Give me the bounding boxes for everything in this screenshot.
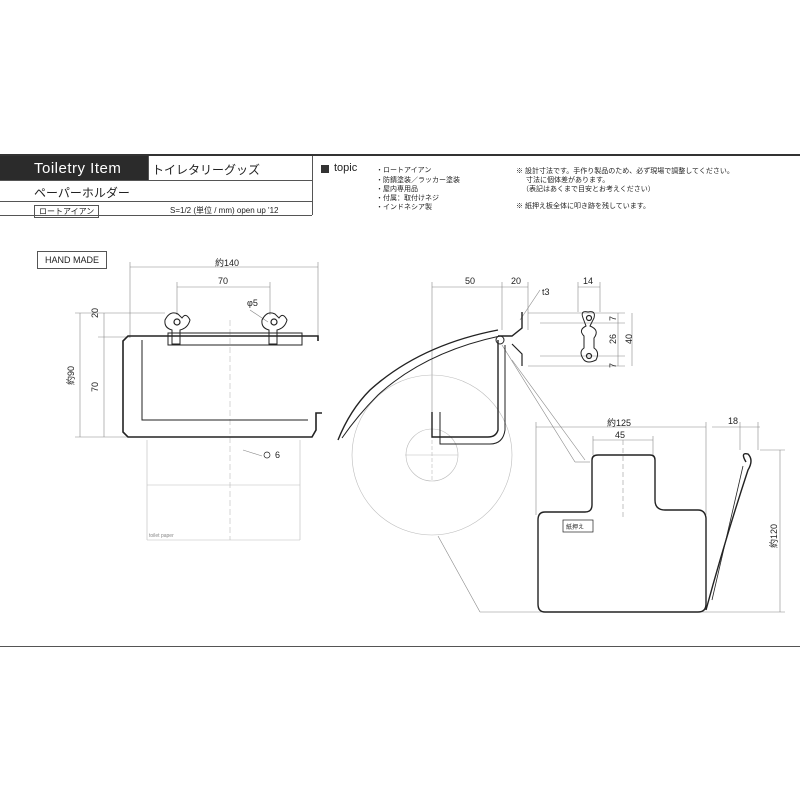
note-1: ※ 設計寸法です。手作り製品のため、必ず現場で調整してください。	[516, 168, 734, 175]
dim-depth: 50	[465, 276, 476, 286]
hand-made-badge: HAND MADE	[37, 251, 108, 269]
dim-40: 40	[624, 333, 634, 344]
dim-neck-width: 45	[615, 430, 626, 440]
dim-26: 26	[608, 333, 618, 344]
dim-arm: 20	[511, 276, 522, 286]
side-view	[337, 282, 785, 613]
dim-flap-width: 約125	[607, 418, 632, 428]
front-view	[75, 262, 322, 541]
header-divider	[0, 180, 312, 181]
flap-view	[537, 440, 752, 613]
topic-bullet-icon	[321, 165, 329, 173]
topic-item: ・屋内専用品	[376, 186, 418, 193]
series-label: ロートアイアン	[34, 205, 100, 218]
topic-item: ・防錆塗装／ラッカー塗装	[376, 177, 460, 184]
header-divider	[312, 156, 313, 215]
note-2: ※ 紙押え板全体に叩き跡を残しています。	[516, 203, 651, 210]
toilet-paper-label: toilet paper	[149, 533, 174, 539]
header-divider	[0, 215, 312, 216]
topic-item: ・ロートアイアン	[376, 167, 432, 174]
dim-top-offset: 20	[90, 307, 100, 318]
flap-stamp: 紙押え	[566, 525, 585, 531]
dim-hole-dia: φ5	[247, 298, 258, 308]
header-divider	[148, 156, 149, 180]
dim-width-total: 約140	[215, 258, 240, 268]
dim-7b: 7	[608, 362, 618, 368]
dim-thickness: t3	[542, 287, 550, 297]
category-en-text: Toiletry Item	[34, 159, 122, 177]
topic-item: ・付属：取付けネジ	[376, 195, 439, 202]
note-1c: （表記はあくまで目安とお考えください）	[522, 186, 655, 193]
dim-bar-dia: 6	[275, 450, 281, 460]
dim-bracket-spacing: 70	[218, 276, 229, 286]
dim-flap-depth: 18	[728, 416, 739, 426]
scale-note: S=1/2 (単位 / mm) open up '12	[170, 206, 279, 215]
dim-flap-height: 約120	[769, 523, 779, 548]
topic-item: ・インドネシア製	[376, 204, 432, 211]
dim-7a: 7	[608, 315, 618, 321]
topic-heading: topic	[334, 162, 358, 174]
category-title-en: Toiletry Item	[0, 156, 148, 180]
category-jp: トイレタリーグッズ	[152, 163, 261, 177]
dim-plate-width: 14	[583, 276, 594, 286]
drawing-sheet	[0, 154, 800, 647]
product-name: ペーパーホルダー	[34, 186, 130, 200]
dim-bar-height: 70	[90, 381, 100, 392]
note-1b: 寸法に個体差があります。	[526, 177, 610, 184]
header-divider	[0, 201, 312, 202]
dim-height-total: 約90	[66, 365, 76, 385]
